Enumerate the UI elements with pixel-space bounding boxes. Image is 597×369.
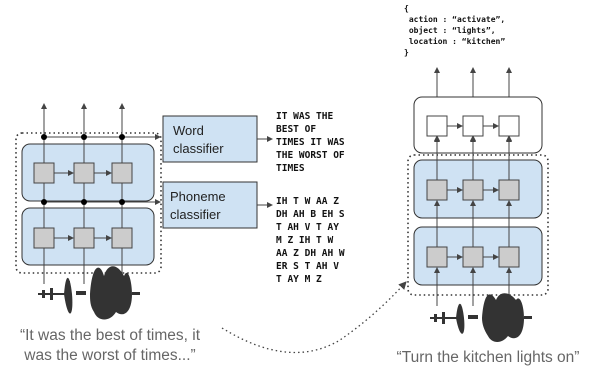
phoneme-output-line: T AH V T AY [276, 222, 339, 233]
json-output-line: action : “activate”, [404, 14, 505, 24]
word-output-line: TIMES [276, 163, 305, 174]
left-network [15, 103, 162, 284]
left-quote-line-1: “It was the best of times, it [20, 327, 201, 344]
left-tap-dots [41, 134, 125, 205]
right-output-cells [426, 115, 520, 160]
phoneme-output-line: T AY M Z [276, 274, 322, 285]
dotted-connector-arrow [221, 281, 407, 354]
right-dotted-boundary [407, 154, 549, 296]
word-output: IT WAS THE BEST OF TIMES IT WAS THE WORS… [276, 111, 345, 174]
word-classifier-line-2: classifier [173, 141, 224, 156]
left-quote-line-2: was the worst of times...” [23, 347, 195, 364]
right-lower-cells [426, 200, 520, 306]
left-waveform [38, 266, 140, 320]
right-network: { action : “activate”, object : “lights”… [397, 4, 580, 366]
phoneme-output: IH T W AA Z DH AH B EH S T AH V T AY M Z… [276, 196, 345, 285]
phoneme-output-line: M Z IH T W [276, 235, 333, 246]
left-tap-lines [44, 134, 161, 205]
json-output-line: object : “lights”, [404, 25, 496, 35]
left-upper-cells [33, 103, 133, 184]
phoneme-output-line: AA Z DH AH W [276, 248, 345, 259]
word-output-line: IT WAS THE [276, 111, 333, 122]
word-classifier: Word classifier [162, 115, 273, 163]
right-upper-cells [426, 136, 520, 201]
phoneme-output-line: ER S T AH V [276, 261, 339, 272]
json-output-line: { [404, 4, 409, 13]
phoneme-output-line: DH AH B EH S [276, 209, 345, 220]
right-quote: “Turn the kitchen lights on” [397, 349, 580, 366]
word-classifier-line-1: Word [173, 123, 204, 138]
json-output: { action : “activate”, object : “lights”… [404, 4, 505, 57]
word-output-line: BEST OF [276, 124, 316, 135]
json-output-line: } [404, 48, 409, 57]
phoneme-classifier-line-2: classifier [170, 207, 221, 222]
phoneme-classifier-line-1: Phoneme [170, 189, 226, 204]
json-output-line: location : “kitchen” [404, 36, 505, 46]
phoneme-classifier: Phoneme classifier [162, 181, 273, 229]
right-waveform [430, 293, 532, 342]
phoneme-output-line: IH T W AA Z [276, 196, 339, 207]
word-output-line: TIMES IT WAS [276, 137, 345, 148]
word-output-line: THE WORST OF [276, 150, 345, 161]
left-quote: “It was the best of times, it was the wo… [20, 327, 201, 364]
